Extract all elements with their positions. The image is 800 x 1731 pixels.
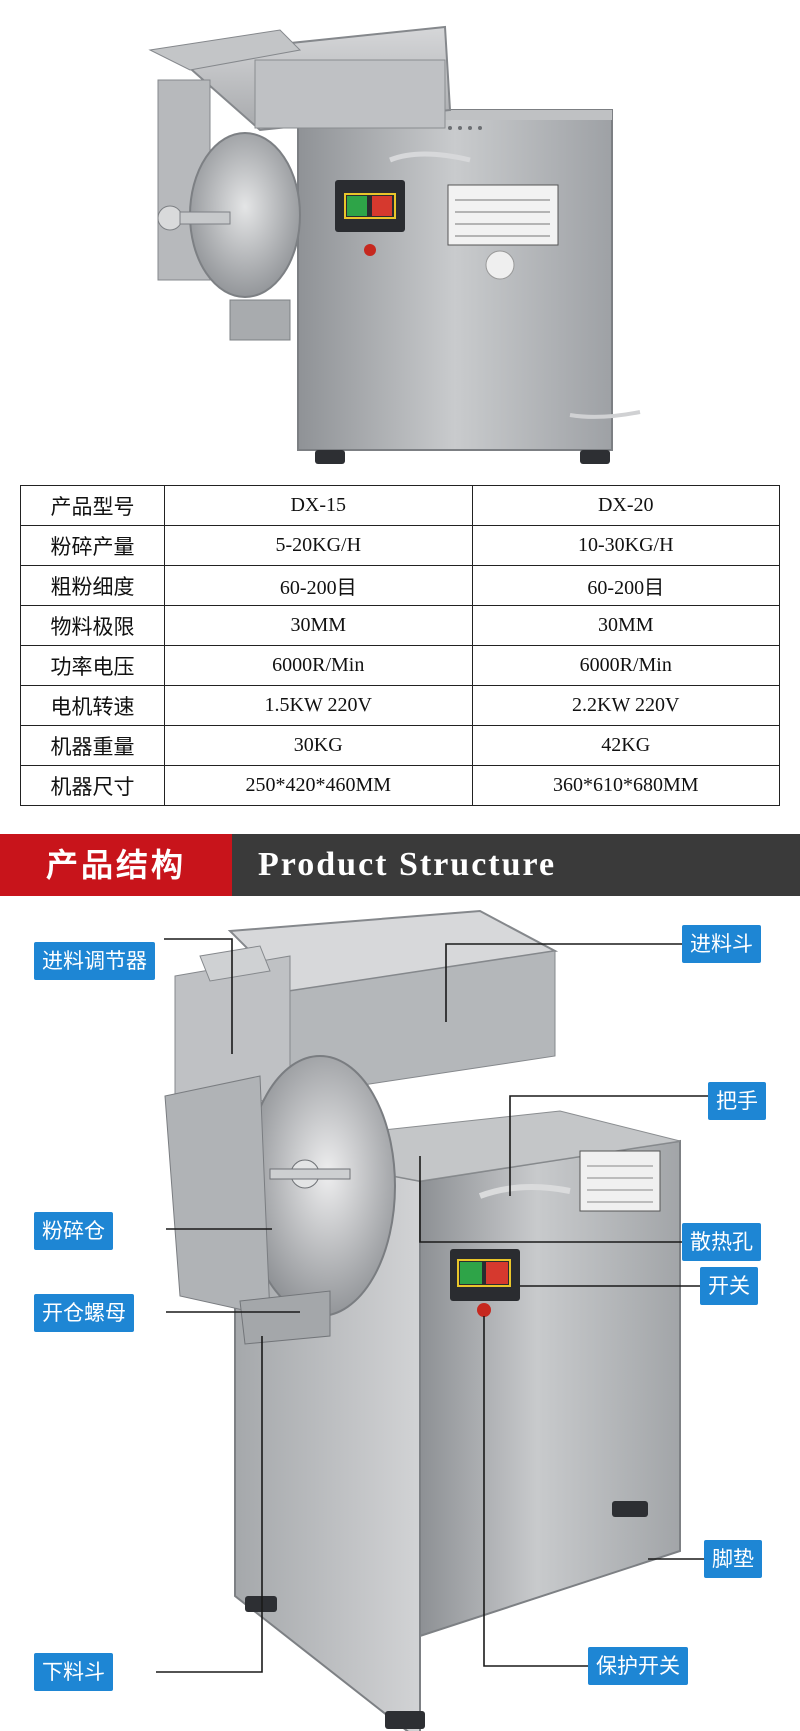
vent-holes-top [448,126,482,130]
table-row: 物料极限 30MM 30MM [20,605,780,646]
table-row: 粗粉细度 60-200目 60-200目 [20,565,780,606]
cell-dx20: DX-20 [471,485,780,526]
section-header: 产品结构 Product Structure [0,834,800,896]
row-label: 粗粉细度 [20,565,165,606]
row-label: 功率电压 [20,645,165,686]
product-structure-diagram: 进料调节器 进料斗 把手 粉碎仓 散热孔 开关 开仓螺母 脚垫 下料斗 保护开关 [0,896,800,1731]
row-label: 产品型号 [20,485,165,526]
row-label: 粉碎产量 [20,525,165,566]
foot-pad-structure [612,1501,648,1517]
leader-lines [156,938,710,1673]
callout-crushing-chamber: 粉碎仓 [34,1212,113,1250]
cell-dx15: 60-200目 [164,565,473,606]
callout-discharge-hopper: 下料斗 [34,1653,113,1691]
section-title-cn: 产品结构 [0,834,232,896]
cell-dx15: 6000R/Min [164,645,473,686]
grinder-illustration-structure [156,909,710,1731]
spec-table: 产品型号 DX-15 DX-20 粉碎产量 5-20KG/H 10-30KG/H… [20,485,780,806]
row-label: 电机转速 [20,685,165,726]
cell-dx20: 60-200目 [471,565,780,606]
cell-dx15: DX-15 [164,485,473,526]
cell-dx20: 2.2KW 220V [471,685,780,726]
table-row: 机器重量 30KG 42KG [20,725,780,766]
cell-dx20: 42KG [471,725,780,766]
cell-dx15: 5-20KG/H [164,525,473,566]
cell-dx20: 360*610*680MM [471,765,780,806]
section-title-en: Product Structure [258,846,557,883]
table-row: 功率电压 6000R/Min 6000R/Min [20,645,780,686]
table-row: 电机转速 1.5KW 220V 2.2KW 220V [20,685,780,726]
product-photo-top [0,0,800,478]
cell-dx20: 6000R/Min [471,645,780,686]
callout-switch: 开关 [700,1267,758,1305]
name-plate-structure [579,1150,661,1212]
foot-pad-top [315,450,345,464]
callout-protection-switch: 保护开关 [588,1647,688,1685]
table-row: 粉碎产量 5-20KG/H 10-30KG/H [20,525,780,566]
row-label: 机器尺寸 [20,765,165,806]
table-row: 机器尺寸 250*420*460MM 360*610*680MM [20,765,780,806]
cell-dx20: 30MM [471,605,780,646]
table-row: 产品型号 DX-15 DX-20 [20,485,780,526]
name-plate [447,184,559,246]
callout-handle: 把手 [708,1082,766,1120]
grinder-illustration-top [148,25,641,464]
cell-dx15: 250*420*460MM [164,765,473,806]
cell-dx15: 1.5KW 220V [164,685,473,726]
row-label: 物料极限 [20,605,165,646]
row-label: 机器重量 [20,725,165,766]
callout-chamber-nut: 开仓螺母 [34,1294,134,1332]
callout-foot-pad: 脚垫 [704,1540,762,1578]
cell-dx15: 30MM [164,605,473,646]
callout-feed-hopper: 进料斗 [682,925,761,963]
protection-switch-button [477,1303,491,1317]
callout-feed-regulator: 进料调节器 [34,942,155,980]
cell-dx20: 10-30KG/H [471,525,780,566]
cell-dx15: 30KG [164,725,473,766]
callout-vent-holes: 散热孔 [682,1223,761,1261]
